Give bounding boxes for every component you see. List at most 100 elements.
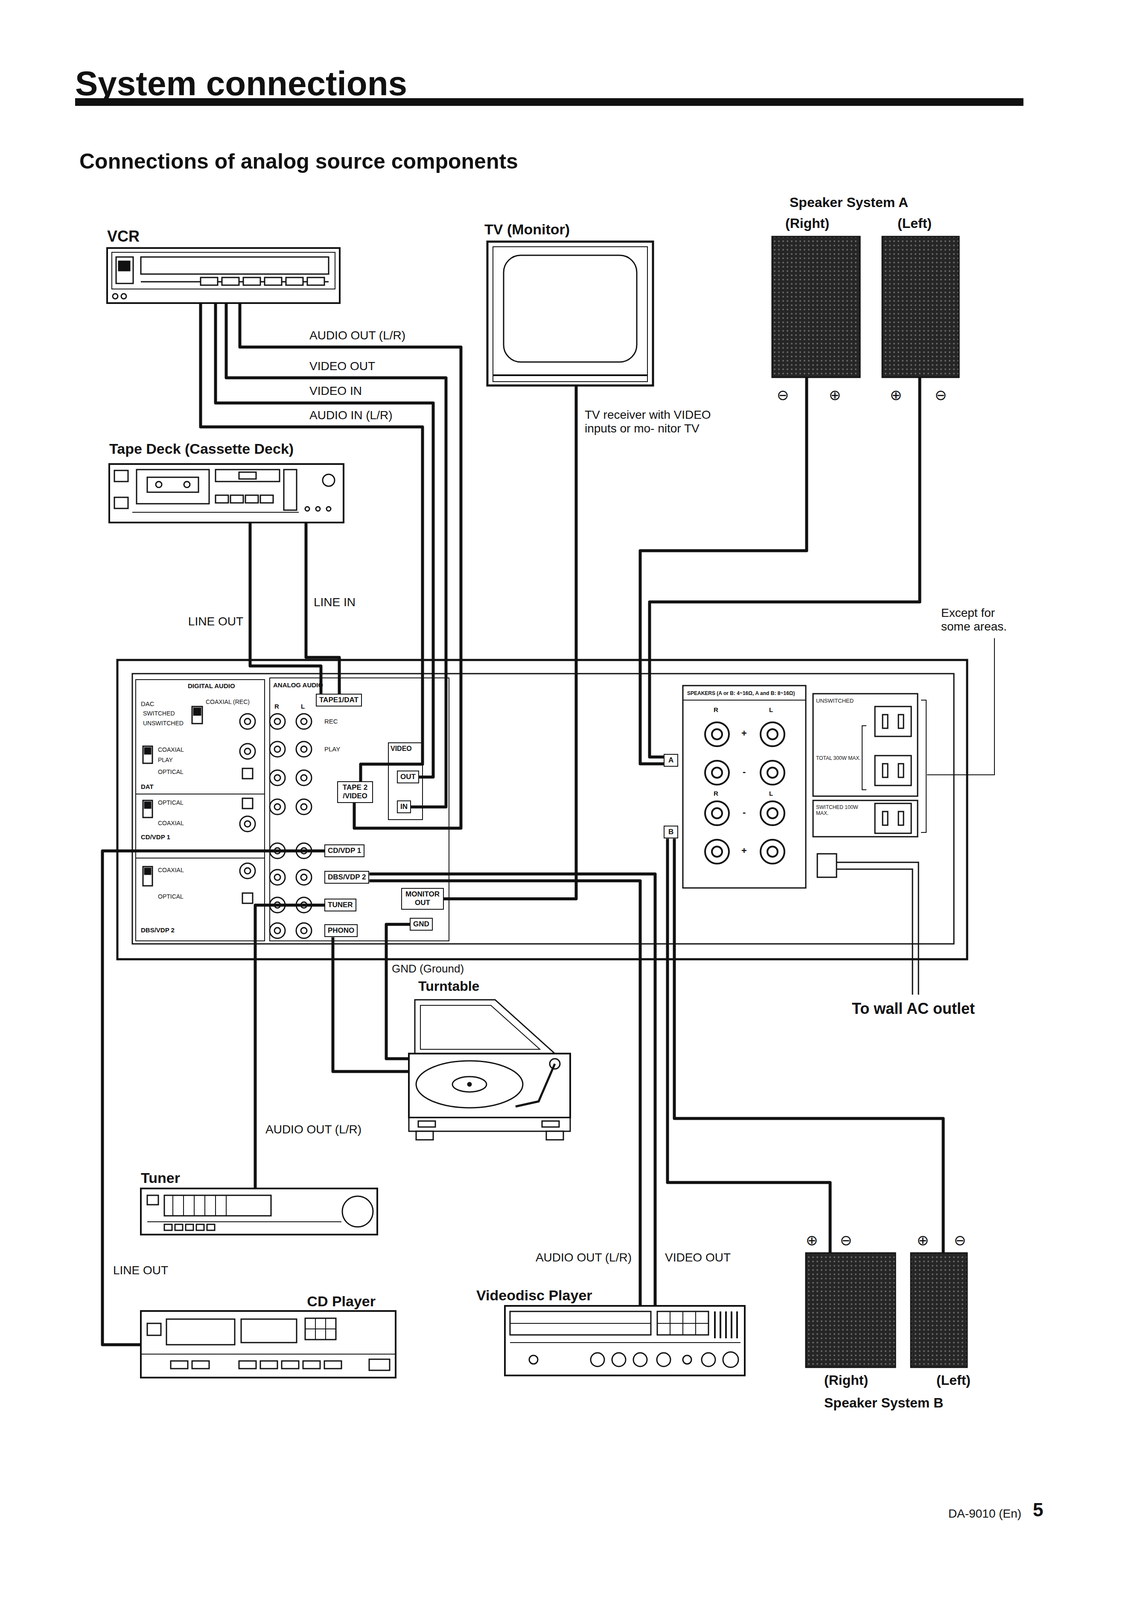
ac-outlet [898,811,904,825]
vcr-drawing [111,252,336,289]
panel-switch [142,800,153,818]
panel-switch [144,801,151,808]
panel-label: PLAY [157,756,173,764]
page-number: 5 [1032,1498,1044,1521]
rca-jack [274,718,281,725]
vcr-drawing [307,277,325,286]
tv-drawing [492,246,648,375]
videodisc-player-drawing [612,1352,626,1367]
rca-jack [274,774,281,781]
component-box: (Right) [772,236,860,378]
cd-player-drawing [241,1318,297,1343]
tape-deck-drawing [315,506,321,511]
cable [239,303,461,828]
ac-outlet [874,706,912,737]
turntable-drawing [408,1053,571,1118]
rca-jack [300,927,307,934]
tuner-drawing [140,1188,378,1235]
speaker-terminal [682,699,806,701]
rca-jack [239,862,256,879]
component-name: (Right) [785,215,830,232]
jack-label: PHONO [327,926,355,935]
tuner-drawing [185,1224,194,1231]
tape-deck-drawing [283,469,297,511]
panel-label: SPEAKERS (A or B: 4~16Ω, A and B: 8~16Ω) [687,690,795,697]
videodisc-player-drawing [504,1305,745,1376]
jack-label: OUT [400,772,416,782]
component-name: Videodisc Player [476,1286,593,1304]
cd-player-drawing [303,1360,321,1369]
polarity-symbol: ⊕ [889,386,903,404]
vcr-drawing [107,247,340,304]
page-title: System connections [75,64,408,104]
group-heading: Speaker System A [789,194,909,211]
panel-switch [142,706,203,886]
rca-jack [242,798,253,809]
rca-jack [296,869,312,885]
cable-label: LINE OUT [113,1263,169,1277]
jack-label-box: IN [396,800,412,814]
polarity-sign: - [742,766,746,777]
cd-player-drawing [147,1323,161,1336]
jack-label-box: TAPE 2 /VIDEO [337,781,374,803]
vcr-drawing [121,293,127,299]
videodisc-player-drawing [682,1355,692,1364]
ac-outlet [817,853,837,878]
jack-label-box: TAPE1/DAT [315,693,362,707]
page-footer: DA-9010 (En) [948,1506,1022,1521]
component-box: CD Player [140,1310,396,1378]
speaker-terminal [682,685,806,888]
rca-jack [300,874,307,881]
cable-label: VIDEO OUT [664,1250,731,1265]
cd-player-drawing [140,1310,396,1378]
ac-outlet [882,763,888,778]
cable-label: AUDIO OUT (L/R) [265,1122,362,1137]
component-box: VCR [107,247,340,304]
speaker-drawing [772,236,860,378]
rca-jack [296,713,312,729]
cable [226,303,446,807]
cd-player-drawing [166,1318,235,1345]
polarity-sign: - [742,806,746,818]
component-name: Tape Deck (Cassette Deck) [109,440,294,458]
ac-outlet [882,714,888,729]
jack-label-box: MONITOR OUT [401,887,444,910]
vcr-drawing [107,247,340,304]
tape-deck-drawing [260,495,274,503]
component-box: TV (Monitor) [487,241,653,386]
panel-label: COAXIAL [157,746,184,753]
videodisc-player-drawing [510,1311,651,1335]
panel-label: DIGITAL AUDIO [187,682,236,690]
ac-outlet [898,763,904,778]
videodisc-player-drawing [657,1311,709,1335]
rca-jack [300,774,307,781]
component-box: Videodisc Player [504,1305,745,1376]
speaker-drawing [882,236,960,378]
panel-label: SWITCHED 100W MAX. [816,804,868,817]
tv-drawing [487,241,653,386]
rca-jack [300,746,307,753]
videodisc-player-drawing [633,1352,648,1367]
component-box: Tuner [140,1188,378,1235]
speaker-terminal [767,767,778,778]
component-name: (Left) [897,215,932,232]
turntable-drawing [542,1120,560,1127]
component-name: CD Player [306,1292,376,1310]
vcr-drawing [112,293,118,299]
speaker-terminal [711,846,723,857]
cd-player-drawing [140,1310,396,1378]
rca-jack [274,746,281,753]
turntable-drawing [452,1076,487,1092]
jack-label: TUNER [327,900,353,910]
panel-switch [193,708,201,715]
tv-drawing [487,241,653,386]
vcr-drawing [116,256,134,284]
jack-label-box: DBS/VDP 2 [324,870,370,884]
component-box: Turntable [408,994,572,1143]
rca-jack [269,741,286,757]
ac-outlet [874,803,912,834]
rca-jack [274,874,281,881]
polarity-symbol: ⊖ [934,386,948,404]
tape-deck-drawing [326,506,331,511]
